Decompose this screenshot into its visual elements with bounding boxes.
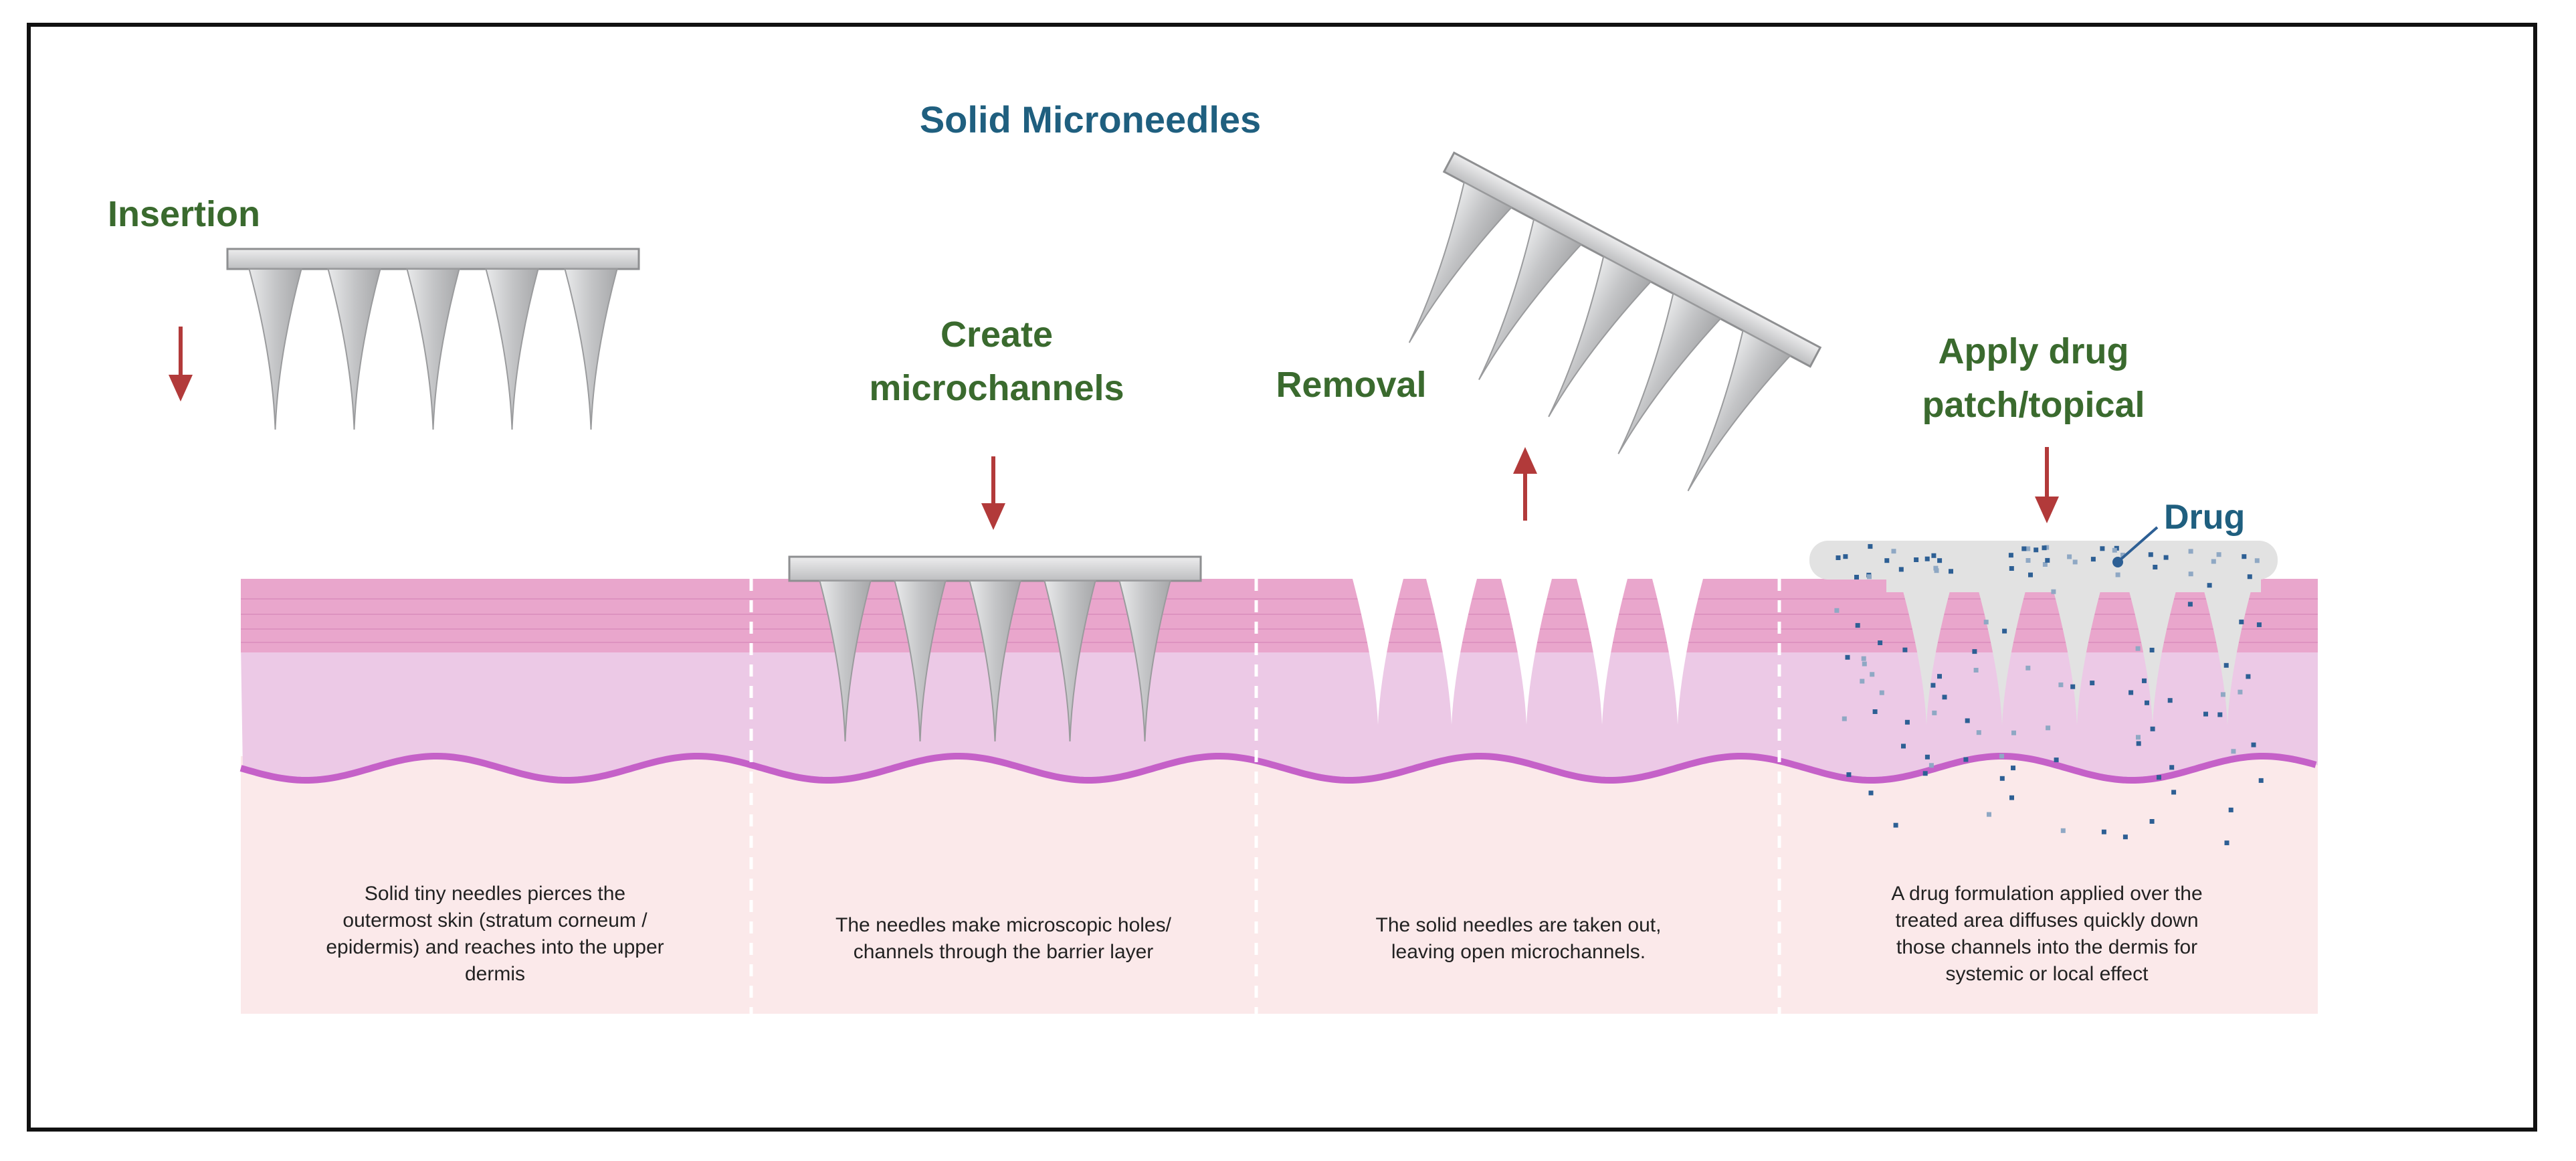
caption-removal: The solid needles are taken out,leaving … (1376, 914, 1662, 963)
skin-cross-section (239, 579, 2318, 1014)
dermal-boundary-line (239, 753, 2317, 784)
arrow-down-insertion (169, 327, 193, 401)
arrow-down-apply (2035, 447, 2059, 523)
arrow-down-create (981, 456, 1005, 530)
drug-callout: Drug (2112, 498, 2245, 567)
panel-insertion: Insertion (108, 194, 640, 430)
arrow-up-removal (1513, 447, 1537, 521)
stratum-lines (241, 598, 2318, 643)
epidermis-layer (241, 646, 2318, 780)
label-microchannels: microchannels (869, 368, 1124, 408)
dermis-layer (241, 756, 2318, 1014)
label-removal: Removal (1276, 365, 1426, 405)
open-microchannels (1353, 579, 1703, 725)
drug-filled-channels (1886, 579, 2261, 725)
caption-create-microchannels: The needles make microscopic holes/chann… (835, 914, 1172, 963)
diagram-title: Solid Microneedles (920, 98, 1261, 141)
microneedle-array-insertion (226, 248, 640, 430)
microneedle-array-inserted (788, 555, 1202, 742)
label-apply-drug: Apply drug (1939, 331, 2129, 371)
label-drug: Drug (2164, 498, 2245, 537)
panel-create-microchannels: Create microchannels (788, 315, 1202, 742)
label-insertion: Insertion (108, 194, 260, 234)
drug-particles (1834, 544, 2264, 846)
panel-apply-drug: Apply drug patch/topical Drug (1809, 331, 2278, 846)
panel-removal: Removal (1276, 151, 1822, 725)
label-patch-topical: patch/topical (1922, 385, 2145, 425)
label-create: Create (940, 315, 1053, 355)
microneedle-array-tilted (1408, 151, 1822, 492)
figure-frame (27, 23, 2537, 1132)
drug-patch (1809, 541, 2278, 579)
